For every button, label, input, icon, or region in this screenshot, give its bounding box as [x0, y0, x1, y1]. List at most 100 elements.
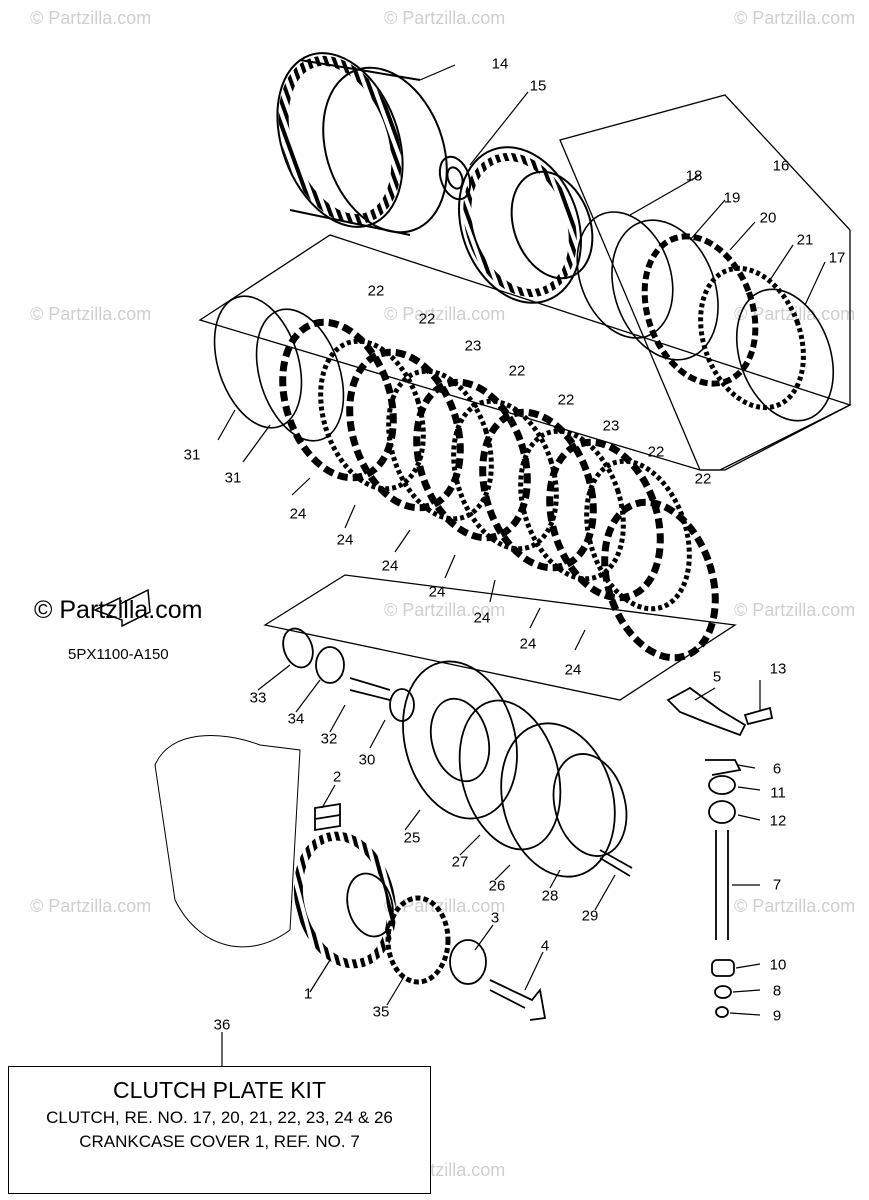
- callout-7: 7: [772, 876, 782, 894]
- kit-title: CLUTCH PLATE KIT: [113, 1077, 326, 1103]
- callout-24: 24: [519, 635, 537, 653]
- nut-34: [315, 646, 345, 684]
- callout-8: 8: [772, 982, 782, 1000]
- callout-34: 34: [287, 710, 305, 728]
- friction-plate: [479, 408, 597, 572]
- callout-12: 12: [769, 812, 787, 830]
- wire-ring-31b: [255, 308, 345, 442]
- wire-ring-31a: [213, 295, 303, 429]
- lower-plate-box: [263, 574, 737, 701]
- callout-13: 13: [769, 660, 787, 678]
- callout-11: 11: [770, 784, 786, 802]
- callout-24: 24: [428, 583, 446, 601]
- plate-26: [500, 722, 616, 878]
- spring-27: [458, 699, 562, 851]
- callout-22: 22: [557, 391, 575, 409]
- callout-32: 32: [320, 730, 338, 748]
- friction-plate: [346, 348, 464, 512]
- callout-18: 18: [685, 167, 703, 185]
- bolt-13: [743, 706, 774, 726]
- watermark: © Partzilla.com: [384, 304, 506, 324]
- bushing-10: [711, 959, 735, 977]
- kit-line-1: CLUTCH, RE. NO. 17, 20, 21, 22, 23, 24 &…: [46, 1108, 393, 1127]
- callout-23: 23: [602, 417, 620, 435]
- callout-24: 24: [289, 505, 307, 523]
- clutch-plate: [518, 428, 626, 582]
- spring-6: [705, 759, 742, 776]
- watermark: © Partzilla.com: [734, 896, 856, 916]
- diagram-code: 5PX1100-A150: [68, 646, 169, 663]
- callout-31: 31: [224, 469, 242, 487]
- callout-31: 31: [183, 446, 201, 464]
- callout-19: 19: [723, 189, 741, 207]
- callout-22: 22: [367, 282, 385, 300]
- bolt-4: [489, 979, 547, 1021]
- callout-14: 14: [491, 55, 509, 73]
- callout-28: 28: [541, 887, 559, 905]
- clutch-plate-21: [698, 265, 806, 411]
- watermark: © Partzilla.com: [384, 896, 506, 916]
- callout-2: 2: [332, 768, 342, 786]
- plate-35: [385, 895, 451, 985]
- callout-24: 24: [381, 557, 399, 575]
- callout-22: 22: [418, 310, 436, 328]
- watermark: © Partzilla.com: [384, 600, 506, 620]
- watermark: © Partzilla.com: [30, 304, 152, 324]
- kit-line-2: CRANKCASE COVER 1, REF. NO. 7: [79, 1132, 360, 1151]
- callout-36: 36: [213, 1016, 231, 1034]
- seal-11: [708, 775, 736, 795]
- callout-9: 9: [772, 1007, 782, 1025]
- callout-20: 20: [759, 209, 777, 227]
- friction-plate: [279, 318, 397, 482]
- primary-gear-1: [293, 831, 397, 969]
- callout-24: 24: [564, 661, 582, 679]
- callout-15: 15: [529, 77, 547, 95]
- push-rod-32: [349, 677, 391, 701]
- lock-washer-33: [282, 627, 314, 669]
- bearing-12: [708, 800, 736, 824]
- clutch-housing: [276, 52, 448, 236]
- clutch-boss: [458, 146, 594, 304]
- callout-24: 24: [336, 531, 354, 549]
- clutch-plate-kit-box: CLUTCH PLATE KIT CLUTCH, RE. NO. 17, 20,…: [8, 1066, 431, 1194]
- callout-24: 24: [473, 609, 491, 627]
- watermark: © Partzilla.com: [734, 8, 856, 28]
- seat-plate-19: [611, 219, 719, 361]
- push-lever-shaft-7: [715, 830, 729, 940]
- lever-5: [666, 686, 747, 737]
- callout-35: 35: [372, 1003, 390, 1021]
- partzilla-brand: © Partzilla.com: [34, 596, 203, 624]
- callout-5: 5: [712, 668, 722, 686]
- key-2: [314, 802, 341, 832]
- clutch-plate: [318, 338, 426, 492]
- crankshaft-outline: [154, 735, 301, 948]
- callout-26: 26: [488, 877, 506, 895]
- callout-23: 23: [464, 337, 482, 355]
- callout-1: 1: [303, 985, 313, 1003]
- washer-3: [449, 939, 487, 985]
- callout-22: 22: [508, 362, 526, 380]
- callout-6: 6: [772, 760, 782, 778]
- friction-plate: [601, 498, 719, 662]
- plate-28: [552, 753, 628, 857]
- callout-25: 25: [403, 829, 421, 847]
- spring-ring-17: [735, 288, 835, 422]
- thrust-washer: [438, 155, 472, 201]
- bearing-30: [389, 688, 415, 722]
- wire-ring-18: [576, 211, 674, 339]
- bolt-29: [599, 849, 633, 877]
- watermark: © Partzilla.com: [384, 8, 506, 28]
- callout-10: 10: [769, 956, 787, 974]
- callout-17: 17: [828, 249, 846, 267]
- callout-22: 22: [647, 443, 665, 461]
- friction-plate: [413, 378, 531, 542]
- watermark: © Partzilla.com: [734, 600, 856, 620]
- pressure-plate-25: [402, 660, 518, 820]
- friction-plate-20: [641, 233, 759, 387]
- circlip-9: [715, 1006, 729, 1018]
- watermark: © Partzilla.com: [30, 8, 152, 28]
- clutch-plate: [386, 368, 494, 522]
- callout-3: 3: [490, 909, 500, 927]
- callout-16: 16: [772, 157, 790, 175]
